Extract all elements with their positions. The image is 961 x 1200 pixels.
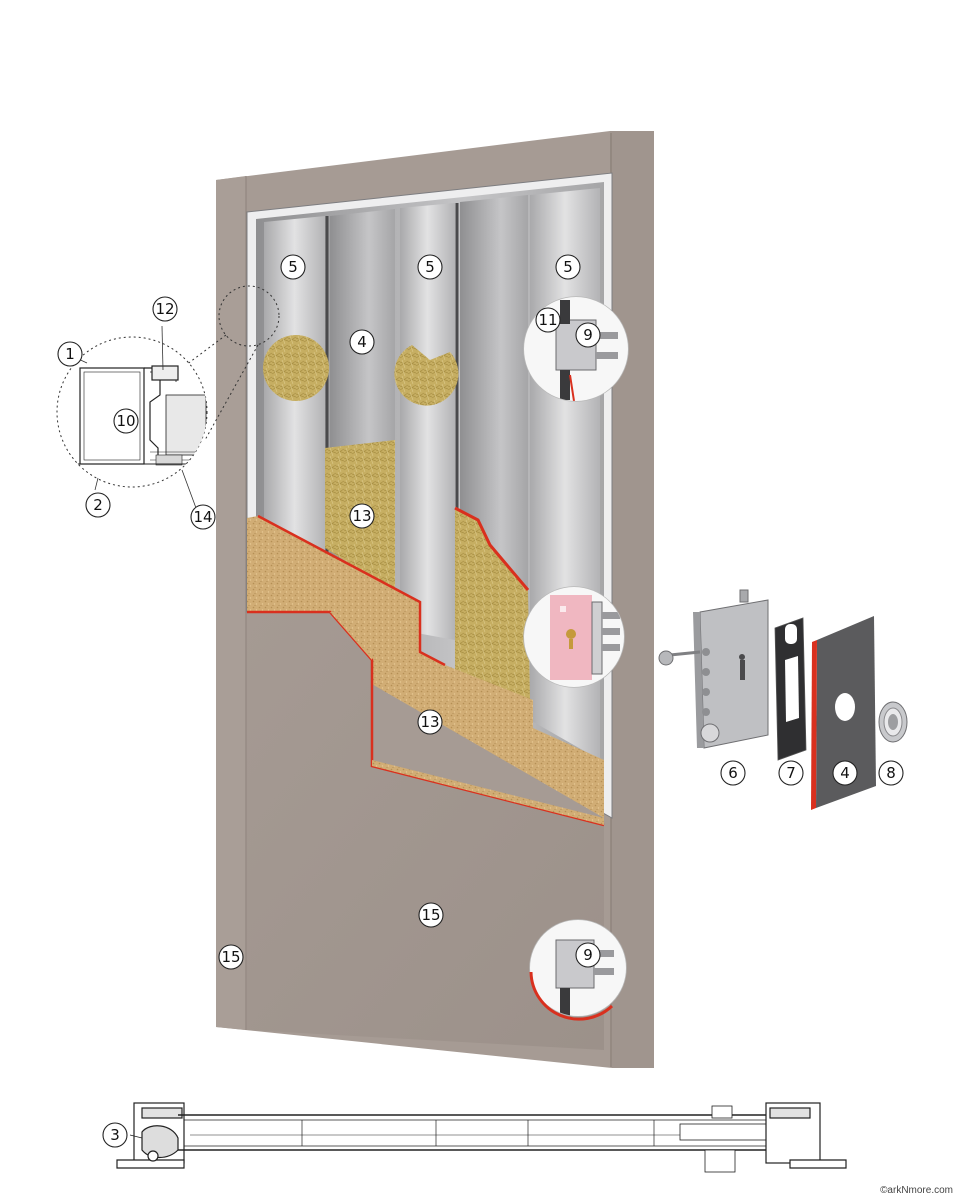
callout-circle	[555, 254, 581, 280]
callout-number: 9	[583, 946, 593, 964]
callout-c13b: 13	[417, 709, 443, 735]
callout-c9a: 9	[575, 322, 601, 348]
callout-number: 14	[193, 508, 212, 526]
callout-c13a: 13	[349, 503, 375, 529]
callout-circle	[778, 760, 804, 786]
lock-body	[658, 589, 769, 749]
callout-c4b: 4	[832, 760, 858, 786]
callout-number: 13	[352, 507, 371, 525]
callout-circle	[575, 322, 601, 348]
callout-number: 10	[116, 412, 135, 430]
callout-c5b: 5	[417, 254, 443, 280]
callout-circle	[832, 760, 858, 786]
cross-section-plan	[116, 1102, 847, 1173]
callout-circle	[152, 296, 178, 322]
callout-c11: 11	[535, 307, 561, 333]
callout-number: 15	[421, 906, 440, 924]
callout-circle	[218, 944, 244, 970]
callout-circle	[57, 341, 83, 367]
callout-c15b: 15	[418, 902, 444, 928]
callout-circle	[102, 1122, 128, 1148]
outer-skin-panel	[247, 612, 604, 1050]
copyright-text: ©arkNmore.com	[880, 1185, 953, 1196]
callout-number: 15	[221, 948, 240, 966]
cylinder-escutcheon	[878, 701, 908, 743]
callout-number: 5	[425, 258, 435, 276]
callout-c12: 12	[152, 296, 178, 322]
callout-c3: 3	[102, 1122, 128, 1148]
callout-c7: 7	[778, 760, 804, 786]
callout-c2: 2	[85, 492, 111, 518]
mineral-wool-infill-right	[455, 508, 530, 700]
callout-c5a: 5	[280, 254, 306, 280]
door-core	[246, 172, 613, 819]
callout-c6: 6	[720, 760, 746, 786]
callout-labels: 5 5 5 4 11 9 12 1 10 2 14 13 13 6 7 4 8 15 15 9 3	[57, 254, 904, 1148]
zoom-bottom-bolt	[529, 919, 627, 1021]
lock-gasket	[774, 617, 807, 761]
mineral-wool-plug	[263, 335, 329, 401]
mineral-wool-plug-cut	[394, 345, 459, 406]
callout-number: 5	[288, 258, 298, 276]
callout-number: 7	[786, 764, 796, 782]
callout-number: 3	[110, 1126, 120, 1144]
callout-number: 5	[563, 258, 573, 276]
chipboard-layer	[247, 516, 604, 818]
callout-c14: 14	[190, 504, 216, 530]
callout-number: 2	[93, 496, 103, 514]
callout-number: 4	[357, 333, 367, 351]
callout-number: 1	[65, 345, 75, 363]
callout-circle	[575, 942, 601, 968]
callout-circle	[280, 254, 306, 280]
callout-number: 8	[886, 764, 896, 782]
callout-circle	[349, 329, 375, 355]
callout-number: 4	[840, 764, 850, 782]
callout-circle	[190, 504, 216, 530]
callout-circle	[417, 709, 443, 735]
callout-number: 12	[155, 300, 174, 318]
zoom-main-lock	[523, 586, 625, 688]
callout-circle	[535, 307, 561, 333]
callout-circle	[349, 503, 375, 529]
callout-c5c: 5	[555, 254, 581, 280]
callout-c4a: 4	[349, 329, 375, 355]
callout-c15a: 15	[218, 944, 244, 970]
armor-plate	[811, 616, 876, 810]
callout-circle	[878, 760, 904, 786]
callout-c9b: 9	[575, 942, 601, 968]
callout-circle	[85, 492, 111, 518]
callout-circle	[418, 902, 444, 928]
callout-c1: 1	[57, 341, 83, 367]
callout-number: 9	[583, 326, 593, 344]
callout-number: 6	[728, 764, 738, 782]
callout-circle	[417, 254, 443, 280]
callout-circle	[113, 408, 139, 434]
callout-circle	[720, 760, 746, 786]
callout-c8: 8	[878, 760, 904, 786]
callout-number: 13	[420, 713, 439, 731]
callout-number: 11	[538, 311, 557, 329]
callout-c10: 10	[113, 408, 139, 434]
